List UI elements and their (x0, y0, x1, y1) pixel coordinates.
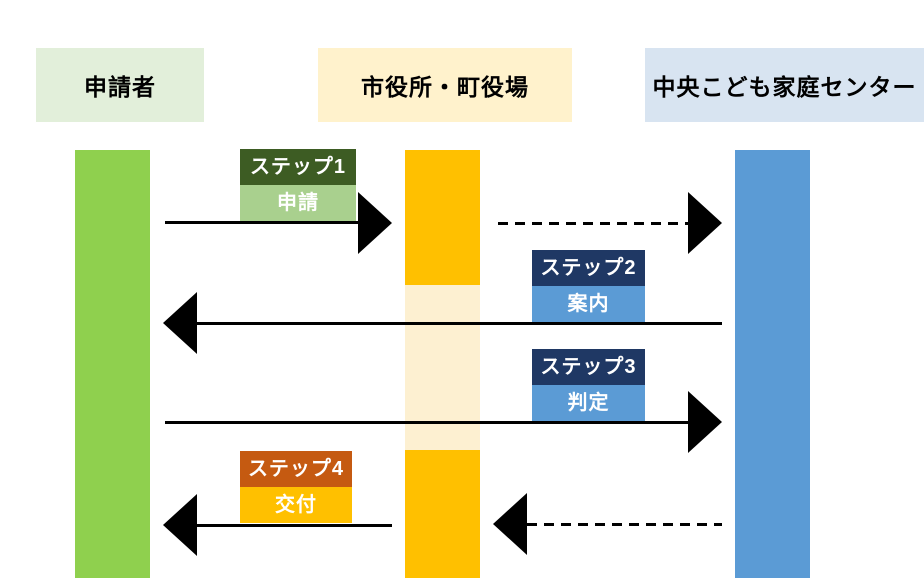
step1-arrow-line (165, 221, 358, 224)
relay-arrow-to-center-arrowhead (688, 192, 722, 254)
lifeline-city-office-active-bottom (405, 450, 480, 578)
actor-header-applicant: 申請者 (36, 48, 204, 122)
step1-action: 申請 (240, 185, 356, 221)
step2-action: 案内 (532, 286, 645, 322)
lifeline-city-office-inactive-middle (405, 285, 480, 450)
step2-title: ステップ2 (532, 250, 645, 286)
step2-arrowhead (163, 292, 197, 354)
step2-label: ステップ2 案内 (532, 250, 645, 322)
actor-label: 中央こども家庭センター (652, 74, 917, 100)
relay-arrow-to-city-arrowhead (493, 493, 527, 555)
step3-title: ステップ3 (532, 349, 645, 385)
lifeline-applicant (75, 150, 150, 578)
actor-header-family-center: 中央こども家庭センター (645, 48, 924, 122)
step2-arrow-line (197, 322, 722, 325)
lifeline-city-office (405, 150, 480, 578)
step3-label: ステップ3 判定 (532, 349, 645, 421)
step4-title: ステップ4 (240, 451, 352, 487)
step4-action: 交付 (240, 487, 352, 523)
actor-header-city-office: 市役所・町役場 (318, 48, 572, 122)
relay-arrow-to-center-line (498, 222, 688, 225)
step4-arrowhead (163, 494, 197, 556)
step4-label: ステップ4 交付 (240, 451, 352, 523)
step3-action: 判定 (532, 385, 645, 421)
relay-arrow-to-city-line (527, 523, 722, 526)
actor-label: 市役所・町役場 (361, 74, 529, 100)
step1-label: ステップ1 申請 (240, 149, 356, 221)
step1-arrowhead (358, 192, 392, 254)
step3-arrowhead (688, 391, 722, 453)
step4-arrow-line (197, 524, 392, 527)
step1-title: ステップ1 (240, 149, 356, 185)
actor-label: 申請者 (84, 74, 156, 100)
lifeline-city-office-active-top (405, 150, 480, 285)
step3-arrow-line (165, 421, 688, 424)
lifeline-family-center (735, 150, 810, 578)
